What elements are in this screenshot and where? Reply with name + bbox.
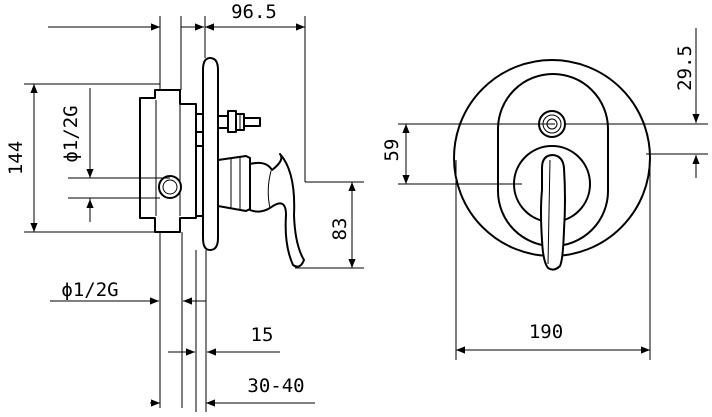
- dim-plate-diameter: 190: [529, 321, 563, 343]
- dim-knob-to-handle: 59: [381, 139, 403, 162]
- cover-plate-edge: [202, 57, 219, 251]
- side-view: 96.5 144 ϕ1/2G ϕ1/2G 83 15: [5, 1, 364, 412]
- lever-handle-front: [540, 154, 566, 271]
- dim-body-height: 144: [5, 141, 27, 175]
- dim-plate-offset: 15: [251, 324, 274, 346]
- valve-body: [139, 89, 197, 233]
- lower-inlet-port: [158, 175, 182, 199]
- dim-knob-offset: 29.5: [674, 45, 696, 91]
- dim-lower-inlet: ϕ1/2G: [61, 279, 118, 301]
- front-view: 59 29.5 190: [381, 28, 708, 360]
- diverter-knob-side: [217, 110, 261, 133]
- dim-wall-depth: 30-40: [247, 375, 304, 397]
- dim-upper-inlet: ϕ1/2G: [60, 105, 82, 162]
- dim-handle-height: 83: [329, 218, 351, 241]
- dim-overall-depth: 96.5: [231, 1, 277, 23]
- lever-handle-side: [217, 153, 305, 268]
